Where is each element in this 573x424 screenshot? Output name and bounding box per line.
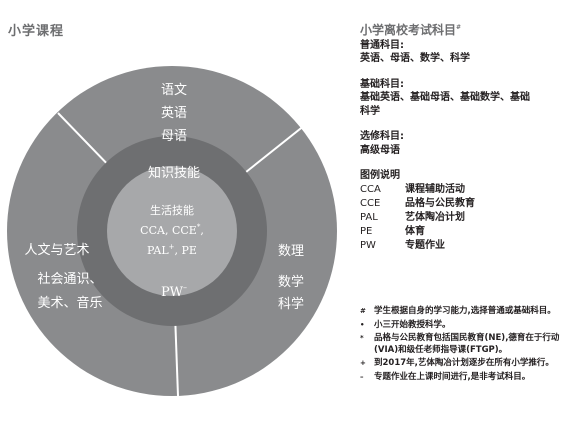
legend-abbr: PAL bbox=[360, 211, 378, 223]
label-mother-tongue: 母语 bbox=[161, 129, 187, 144]
legend-abbr: CCA bbox=[360, 183, 381, 195]
label-art-music: 美术、音乐 bbox=[37, 295, 102, 311]
legend-row: PAL 艺体陶冶计划 bbox=[360, 211, 572, 225]
label-humanities-arts: 人文与艺术 bbox=[24, 243, 89, 258]
label-knowledge-skills: 知识技能 bbox=[148, 165, 200, 181]
standard-subjects-list: 英语、母语、数学、科学 bbox=[360, 53, 470, 64]
footnote-text: 小三开始教授科学。 bbox=[374, 319, 451, 330]
label-pw: PW– bbox=[161, 283, 187, 300]
footnote-text: 品格与公民教育包括国民教育(NE),德育在于行动(VIA)和级任老师指导课(FT… bbox=[374, 333, 560, 355]
label-mathematics: 数学 bbox=[278, 274, 304, 290]
legend-abbr: PW bbox=[360, 239, 376, 251]
title-note-mark: # bbox=[456, 24, 462, 31]
label-pal-pe: PAL+, PE bbox=[147, 243, 197, 257]
footnote-mark: • bbox=[360, 320, 365, 329]
label-life-skills: 生活技能 bbox=[150, 203, 194, 217]
legend-row: PE 体育 bbox=[360, 225, 572, 239]
footnote-text: 学生根据自身的学习能力,选择普通或基础科目。 bbox=[374, 306, 556, 316]
page-title: 小学课程 bbox=[8, 24, 65, 39]
footnote-mark: – bbox=[360, 372, 364, 381]
elective-subjects-heading: 选修科目: bbox=[360, 131, 404, 142]
footnote-mark: # bbox=[360, 307, 366, 315]
legend-abbr: CCE bbox=[360, 197, 381, 209]
standard-subjects-heading: 普通科目: bbox=[360, 39, 404, 51]
core-circle bbox=[107, 166, 237, 296]
pw-note-mark: – bbox=[183, 283, 187, 292]
footnote-mark: * bbox=[360, 334, 364, 342]
label-science: 科学 bbox=[278, 296, 304, 312]
legend-heading: 图例说明 bbox=[360, 170, 400, 181]
exam-subjects-title: 小学离校考试科目# bbox=[360, 23, 462, 37]
elective-subjects-list: 高级母语 bbox=[360, 144, 400, 156]
legend-row: CCA 课程辅助活动 bbox=[360, 183, 572, 197]
legend-desc: 艺体陶冶计划 bbox=[405, 211, 465, 223]
foundation-subjects-heading: 基础科目: bbox=[360, 78, 404, 90]
legend-row: CCE 品格与公民教育 bbox=[360, 197, 572, 211]
curriculum-diagram: 语文 英语 母语 人文与艺术 社会通识、 美术、音乐 数理 数学 科学 知识技能… bbox=[7, 66, 337, 397]
footnote: # 学生根据自身的学习能力,选择普通或基础科目。 bbox=[360, 306, 572, 318]
footnote: – 专题作业在上课时间进行,是非考试科目。 bbox=[360, 372, 572, 384]
legend-desc: 课程辅助活动 bbox=[405, 183, 465, 195]
legend-desc: 专题作业 bbox=[405, 239, 445, 251]
legend-abbr: PE bbox=[360, 225, 373, 237]
footnote-text: 到2017年,艺体陶冶计划逐步在所有小学推行。 bbox=[374, 358, 554, 368]
legend-desc: 品格与公民教育 bbox=[405, 197, 475, 209]
footnotes: # 学生根据自身的学习能力,选择普通或基础科目。 • 小三开始教授科学。 * 品格与公… bbox=[360, 306, 572, 385]
footnote: * 品格与公民教育包括国民教育(NE),德育在于行动(VIA)和级任老师指导课(F… bbox=[360, 333, 572, 356]
legend-row: PW 专题作业 bbox=[360, 239, 572, 253]
footnote: + 到2017年,艺体陶冶计划逐步在所有小学推行。 bbox=[360, 358, 572, 370]
legend-desc: 体育 bbox=[405, 225, 425, 237]
cce-note-mark: * bbox=[197, 223, 201, 231]
label-math-science-group: 数理 bbox=[278, 244, 304, 259]
foundation-subjects-list: 基础英语、基础母语、基础数学、基础科学 bbox=[360, 92, 530, 117]
footnote-text: 专题作业在上课时间进行,是非考试科目。 bbox=[374, 371, 531, 382]
pal-note-mark: + bbox=[169, 243, 175, 251]
label-social-studies: 社会通识、 bbox=[37, 271, 102, 287]
exam-subjects-panel: 小学离校考试科目# 普通科目: 英语、母语、数学、科学 基础科目: 基础英语、基… bbox=[360, 21, 572, 253]
footnote: • 小三开始教授科学。 bbox=[360, 320, 572, 332]
label-english: 英语 bbox=[161, 106, 187, 121]
label-cca-cce: CCA, CCE*, bbox=[140, 223, 204, 237]
label-language: 语文 bbox=[161, 83, 187, 98]
footnote-mark: + bbox=[360, 359, 366, 367]
